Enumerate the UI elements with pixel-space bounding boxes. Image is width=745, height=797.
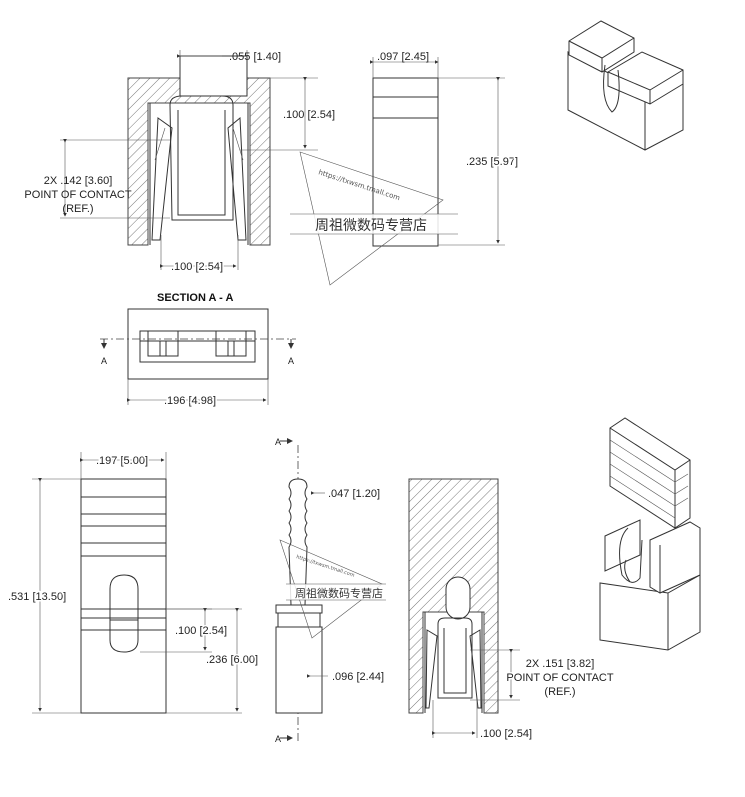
dim-100-top: .100 [2.54]	[240, 77, 335, 151]
svg-text:.047 [1.20]: .047 [1.20]	[328, 488, 380, 500]
dim-196: .196 [4.98]	[127, 379, 269, 409]
thin-side-view: A A	[275, 437, 323, 744]
dim-235: .235 [5.97]	[438, 77, 520, 246]
svg-text:(REF.): (REF.)	[62, 203, 93, 215]
svg-text:A: A	[275, 437, 281, 447]
front-view	[80, 478, 167, 714]
svg-text:.235 [5.97]: .235 [5.97]	[466, 156, 518, 168]
svg-text:.100 [2.54]: .100 [2.54]	[175, 625, 227, 637]
svg-text:.236 [6.00]: .236 [6.00]	[206, 654, 258, 666]
svg-text:.097 [2.45]: .097 [2.45]	[377, 51, 429, 63]
dim-047: .047 [1.20]	[311, 488, 380, 500]
iso-view-tall	[599, 417, 701, 651]
svg-text:.096 [2.44]: .096 [2.44]	[332, 671, 384, 683]
section-a-view: A A	[100, 308, 296, 380]
dim-151-contact: 2X .151 [3.82] POINT OF CONTACT (REF.)	[470, 649, 615, 701]
dim-197: .197 [5.00]	[80, 452, 167, 479]
dim-096: .096 [2.44]	[307, 671, 384, 683]
section-title: SECTION A - A	[157, 292, 233, 304]
svg-text:.196 [4.98]: .196 [4.98]	[164, 395, 216, 407]
dim-100-bottom: .100 [2.54]	[160, 235, 239, 275]
dim-055: .055 [1.40]	[177, 50, 281, 63]
svg-text:POINT OF CONTACT: POINT OF CONTACT	[24, 189, 131, 201]
svg-text:2X .142 [3.60]: 2X .142 [3.60]	[44, 175, 113, 187]
dim-100-front: .100 [2.54]	[140, 608, 229, 653]
iso-view-small	[567, 20, 684, 151]
full-section-view	[408, 478, 499, 714]
svg-text:A: A	[288, 356, 294, 366]
svg-text:周祖微数码专营店: 周祖微数码专营店	[315, 218, 427, 234]
svg-text:周祖微数码专营店: 周祖微数码专营店	[295, 586, 383, 600]
dim-097: .097 [2.45]	[370, 51, 439, 64]
svg-text:.531 [13.50]: .531 [13.50]	[8, 591, 66, 603]
cross-section-view	[127, 55, 271, 246]
svg-text:.055 [1.40]: .055 [1.40]	[229, 51, 281, 63]
svg-text:A: A	[275, 734, 281, 744]
svg-text:A: A	[101, 356, 107, 366]
dim-100-section: .100 [2.54]	[432, 700, 532, 740]
svg-text:.100 [2.54]: .100 [2.54]	[480, 728, 532, 740]
svg-text:.197 [5.00]: .197 [5.00]	[96, 455, 148, 467]
dim-236: .236 [6.00]	[166, 608, 260, 714]
svg-text:(REF.): (REF.)	[544, 686, 575, 698]
svg-text:POINT OF CONTACT: POINT OF CONTACT	[506, 672, 613, 684]
dim-142-contact: 2X .142 [3.60] POINT OF CONTACT (REF.)	[24, 139, 170, 219]
svg-text:.100 [2.54]: .100 [2.54]	[171, 261, 223, 273]
dim-531: .531 [13.50]	[7, 478, 81, 714]
svg-text:2X .151 [3.82]: 2X .151 [3.82]	[526, 658, 595, 670]
svg-text:.100 [2.54]: .100 [2.54]	[283, 109, 335, 121]
